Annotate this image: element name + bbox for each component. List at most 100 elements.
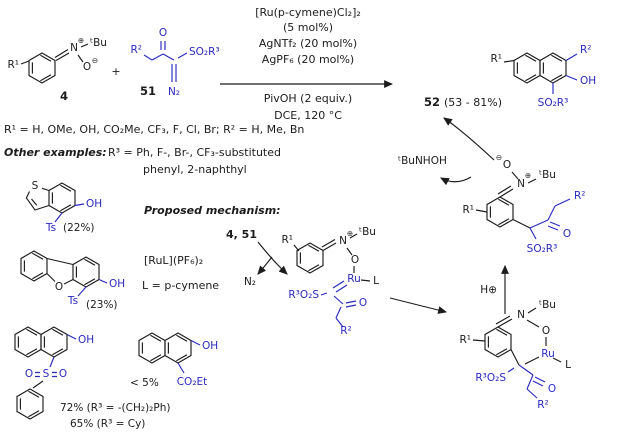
atom-label-o: O xyxy=(159,27,167,39)
scope-line-3: phenyl, 2-naphthyl xyxy=(143,163,247,176)
atom-label-o: O xyxy=(503,159,511,171)
atom-label-tbu: ᵗBu xyxy=(90,37,107,49)
bonds xyxy=(143,41,188,82)
atom-label-n: N xyxy=(517,309,525,321)
atom-label-co2et: CO₂Et xyxy=(177,376,208,388)
scope-line-1: R¹ = H, OMe, OH, CO₂Me, CF₃, F, Cl, Br; … xyxy=(4,123,304,136)
bonds xyxy=(507,364,546,399)
compound-number-4: 4 xyxy=(60,89,68,103)
atom-label-o: O xyxy=(542,325,550,337)
bottom-intermediate-core: R¹ N ᵗBu O L xyxy=(459,299,571,371)
atom-label-oh: OH xyxy=(202,340,218,352)
atom-label-s: S xyxy=(43,368,50,380)
atom-label-so2r3: SO₂R³ xyxy=(538,97,569,109)
example-1-substituents: OH Ts xyxy=(45,198,102,234)
atom-label-r1: R¹ xyxy=(459,334,471,346)
atom-label-tbu: ᵗBu xyxy=(539,299,556,311)
bottom-right-intermediate: R¹ N ᵗBu O L Ru R³O₂S O R² xyxy=(459,299,571,411)
atom-label-n: N xyxy=(70,42,78,54)
atom-label-carbonyl-o: O xyxy=(359,297,367,309)
example-3-substituents: OH S O O xyxy=(25,333,94,380)
atom-label-ts: Ts xyxy=(67,295,78,307)
yield-label: (22%) xyxy=(63,222,95,234)
scope-line-2: R³ = Ph, F-, Br-, CF₃-substituted xyxy=(108,146,281,159)
atom-label-ru: Ru xyxy=(347,273,360,285)
yield-label-1: 72% (R³ = -(CH₂)₂Ph) xyxy=(60,402,170,414)
curved-arrow-start xyxy=(257,241,288,275)
example-4-core: < 5% xyxy=(130,332,192,389)
plus-charge: ⊕ xyxy=(525,171,531,180)
plus-sign: + xyxy=(111,65,120,78)
product-52-substituents: R² OH SO₂R³ xyxy=(538,44,597,109)
example-1: S (22%) OH Ts xyxy=(25,180,102,234)
top-intermediate-blue-part: SO₂R³ O R² xyxy=(527,190,586,255)
condition-line-2: (5 mol%) xyxy=(283,21,333,34)
top-intermediate-core: R¹ N ⊕ ᵗBu O ⊖ xyxy=(462,153,556,229)
condition-line-5: PivOH (2 equiv.) xyxy=(264,92,352,105)
curved-arrow-n2 xyxy=(257,256,273,275)
arrow-to-metallacycle xyxy=(389,297,448,314)
mechanism-labels: Proposed mechanism: 4, 51 [RuL](PF₆)₂ L … xyxy=(142,117,509,314)
atom-label-ru: Ru xyxy=(541,348,554,360)
atom-label-o-right: O xyxy=(59,368,67,380)
atom-label-l: L xyxy=(373,275,379,287)
n2-byproduct: N₂ xyxy=(244,276,256,288)
example-2-core: O (23%) xyxy=(20,250,118,311)
atom-label-r2: R² xyxy=(340,325,352,337)
atom-label-o: O xyxy=(351,254,359,266)
atom-label-oh: OH xyxy=(78,334,94,346)
yield-label: (23%) xyxy=(86,299,118,311)
atom-label-s: S xyxy=(32,180,39,192)
bonds xyxy=(177,339,201,374)
compound-51: R² O SO₂R³ N₂ xyxy=(130,27,219,98)
bonds xyxy=(552,53,578,94)
product-yield: (53 - 81%) xyxy=(444,96,502,109)
atom-label-r1: R¹ xyxy=(281,234,293,246)
condition-line-6: DCE, 120 °C xyxy=(274,109,342,122)
atom-label-carbonyl-o: O xyxy=(548,383,556,395)
bonds xyxy=(32,380,44,389)
yield-label-2: 65% (R³ = Cy) xyxy=(70,418,145,430)
compound-number-52: 52 xyxy=(424,95,440,109)
bonds xyxy=(475,171,537,229)
yield-label: < 5% xyxy=(130,377,159,389)
atom-label-so2r3: R³O₂S xyxy=(288,289,319,301)
arrow-to-product xyxy=(443,117,495,161)
bonds xyxy=(25,187,50,211)
condition-line-4: AgPF₆ (20 mol%) xyxy=(262,53,354,66)
atom-label-oh: OH xyxy=(86,198,102,210)
atom-label-so2r3: R³O₂S xyxy=(475,372,506,384)
example-4-substituents: OH CO₂Et xyxy=(177,339,218,388)
atom-label-r1: R¹ xyxy=(7,59,19,71)
atom-label-o-left: O xyxy=(25,368,33,380)
top-right-intermediate: R¹ N ⊕ ᵗBu O ⊖ SO₂R³ O R² xyxy=(462,153,585,255)
mechanism-start: 4, 51 xyxy=(226,228,257,241)
minus-charge: ⊖ xyxy=(92,56,98,65)
bonds xyxy=(20,43,89,65)
atom-label-carbonyl-o: O xyxy=(563,228,571,240)
bonds xyxy=(293,233,371,282)
example-2: O (23%) OH Ts xyxy=(20,250,125,311)
bonds xyxy=(320,280,357,328)
mechanism-heading: Proposed mechanism: xyxy=(144,204,281,217)
example-3: 72% (R³ = -(CH₂)₂Ph) 65% (R³ = Cy) OH S … xyxy=(14,326,170,430)
bonds xyxy=(46,257,74,285)
product-52: R¹ 52 (53 - 81%) R² OH SO₂R³ xyxy=(424,44,596,109)
bonds xyxy=(503,59,515,63)
ru-carbene-intermediate: R¹ N ⊕ ᵗBu O L Ru R³O₂S O R² xyxy=(281,226,379,337)
example-1-core: S (22%) xyxy=(25,180,95,234)
h-plus-label: H⊕ xyxy=(480,284,497,296)
atom-label-tbu: ᵗBu xyxy=(539,169,556,181)
catalyst-label: [RuL](PF₆)₂ xyxy=(144,254,203,267)
atom-label-r1: R¹ xyxy=(462,204,474,216)
carbene-core: R¹ N ⊕ ᵗBu O L xyxy=(281,226,379,287)
minus-charge: ⊖ xyxy=(496,153,502,162)
bonds xyxy=(54,203,85,223)
atom-label-n: N xyxy=(339,235,347,247)
plus-charge: ⊕ xyxy=(78,36,84,45)
atom-label-so2r3: SO₂R³ xyxy=(189,46,220,58)
condition-line-3: AgNTf₂ (20 mol%) xyxy=(259,37,357,50)
atom-label-r2: R² xyxy=(537,399,549,411)
